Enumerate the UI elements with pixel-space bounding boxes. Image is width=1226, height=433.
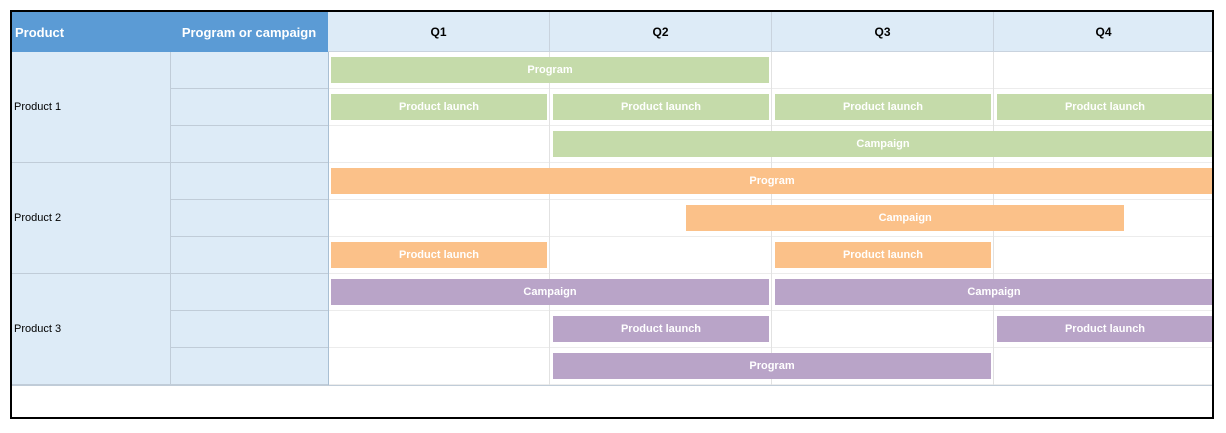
timeline-bar: Product launch (331, 242, 547, 268)
bar-label: Campaign (878, 212, 932, 224)
product-column-header: Product (12, 12, 170, 52)
product-name: Product 3 (14, 323, 62, 335)
timeline-bar: Product launch (553, 316, 769, 342)
quarter-header-q3: Q3 (772, 12, 994, 52)
row-divider (328, 162, 1212, 163)
program-cell (170, 89, 328, 126)
program-cell (170, 348, 328, 385)
row-divider (328, 384, 1212, 385)
program-cell (170, 163, 328, 200)
program-cell (170, 311, 328, 348)
product-label-cell: Product 1 (12, 52, 170, 163)
program-header-label: Program or campaign (181, 24, 317, 40)
product-label-cell: Product 2 (12, 163, 170, 274)
bar-label: Program (749, 360, 795, 372)
quarter-divider (328, 52, 329, 385)
bar-label: Product launch (842, 101, 924, 113)
program-cell (170, 126, 328, 163)
timeline-bar: Campaign (553, 131, 1212, 157)
timeline-bar: Campaign (686, 205, 1125, 231)
program-cell (170, 52, 328, 89)
timeline-bar: Product launch (997, 316, 1212, 342)
product-label-cell: Product 3 (12, 274, 170, 385)
timeline-bar: Program (331, 57, 769, 83)
bar-label: Product launch (620, 101, 702, 113)
bar-label: Product launch (620, 323, 702, 335)
quarter-label: Q4 (1095, 24, 1112, 39)
row-divider (328, 199, 1212, 200)
row-divider (328, 273, 1212, 274)
program-cell (170, 237, 328, 274)
quarter-header-q2: Q2 (550, 12, 772, 52)
timeline-bar: Product launch (775, 94, 991, 120)
timeline-bar: Product launch (553, 94, 769, 120)
grid-bottom-border (12, 385, 1212, 386)
quarter-label: Q1 (430, 24, 447, 39)
row-divider (328, 347, 1212, 348)
row-divider (328, 310, 1212, 311)
bar-label: Campaign (523, 286, 577, 298)
timeline-bar: Campaign (331, 279, 769, 305)
product-header-label: Product (15, 24, 65, 40)
program-column-header: Program or campaign (170, 12, 328, 52)
timeline-bar: Program (331, 168, 1212, 194)
product-name: Product 1 (14, 101, 62, 113)
timeline-bar: Product launch (331, 94, 547, 120)
product-name: Product 2 (14, 212, 62, 224)
bar-label: Product launch (398, 101, 480, 113)
quarter-header-q4: Q4 (994, 12, 1212, 52)
quarter-divider (549, 52, 550, 385)
quarter-label: Q3 (874, 24, 891, 39)
program-cell (170, 274, 328, 311)
row-divider (328, 125, 1212, 126)
bar-label: Program (749, 175, 795, 187)
timeline-bar: Campaign (775, 279, 1212, 305)
bar-label: Campaign (967, 286, 1021, 298)
row-divider (328, 88, 1212, 89)
bar-label: Program (527, 64, 573, 76)
bar-label: Product launch (1064, 101, 1146, 113)
timeline-bar: Product launch (775, 242, 991, 268)
timeline-bar: Program (553, 353, 991, 379)
row-divider (328, 236, 1212, 237)
quarter-header-q1: Q1 (328, 12, 550, 52)
quarter-label: Q2 (652, 24, 669, 39)
bar-label: Product launch (1064, 323, 1146, 335)
bar-label: Product launch (842, 249, 924, 261)
roadmap-frame: Product Program or campaign Q1 Q2 Q3 Q4 … (10, 10, 1214, 419)
bar-label: Product launch (398, 249, 480, 261)
timeline-bar: Product launch (997, 94, 1212, 120)
program-cell (170, 200, 328, 237)
bar-label: Campaign (856, 138, 910, 150)
